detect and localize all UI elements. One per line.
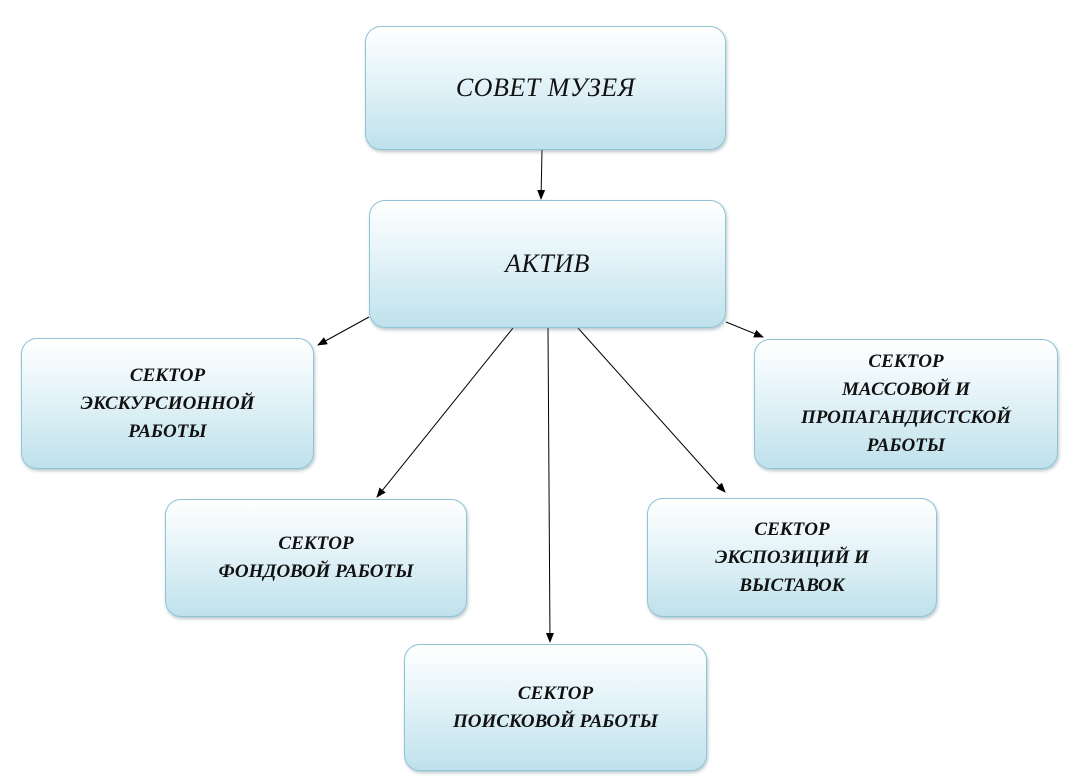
mass-sector-label: СЕКТОР МАССОВОЙ И ПРОПАГАНДИСТСКОЙ РАБОТ… [800,351,1011,456]
excursion-sector-box: СЕКТОР ЭКСКУРСИОННОЙ РАБОТЫ [21,338,314,469]
council-box: СОВЕТ МУЗЕЯ [365,26,726,150]
fund-sector-box: СЕКТОР ФОНДОВОЙ РАБОТЫ [165,499,467,617]
excursion-sector-label: СЕКТОР ЭКСКУРСИОННОЙ РАБОТЫ [80,364,255,442]
activ-box: АКТИВ [369,200,726,328]
arrow-activ-to-mass [725,321,764,338]
mass-sector-box: СЕКТОР МАССОВОЙ И ПРОПАГАНДИСТСКОЙ РАБОТ… [754,339,1058,469]
arrow-activ-to-search [545,327,554,643]
arrow-activ-to-exhibits [577,327,726,493]
council-label: СОВЕТ МУЗЕЯ [455,73,636,102]
search-sector-box: СЕКТОР ПОИСКОВОЙ РАБОТЫ [404,644,707,771]
fund-sector-label: СЕКТОР ФОНДОВОЙ РАБОТЫ [218,533,414,582]
exhibits-sector-box: СЕКТОР ЭКСПОЗИЦИЙ И ВЫСТАВОК [647,498,937,617]
arrow-council-to-activ [537,149,546,200]
arrow-activ-to-fund [376,327,514,498]
search-sector-label: СЕКТОР ПОИСКОВОЙ РАБОТЫ [452,682,659,732]
activ-label: АКТИВ [505,249,590,278]
arrow-activ-to-excursion [317,316,370,346]
exhibits-sector-label: СЕКТОР ЭКСПОЗИЦИЙ И ВЫСТАВОК [715,518,869,596]
